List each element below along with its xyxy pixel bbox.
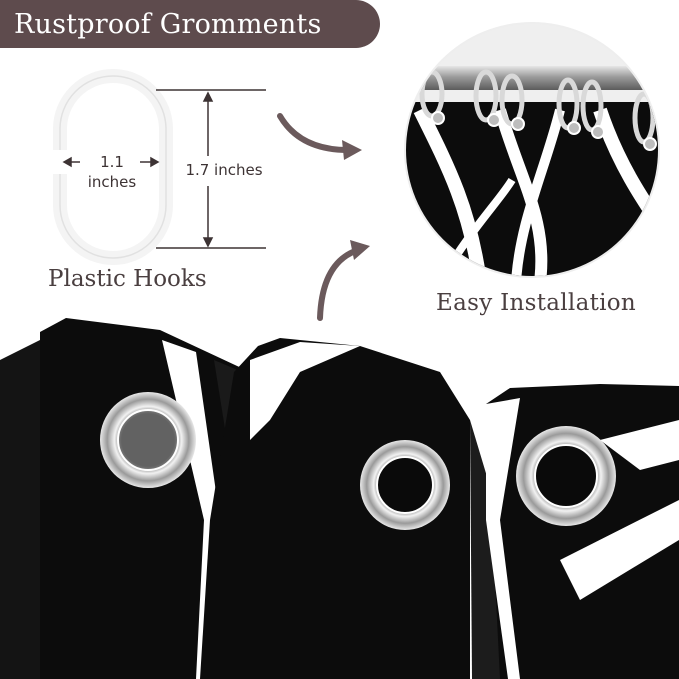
- hook-width-value: 1.1: [100, 153, 124, 171]
- hook-height-dimension: 1.7 inches: [185, 161, 263, 179]
- curtain-panels: [0, 318, 679, 679]
- grommet-icon: [360, 440, 450, 530]
- easy-installation-label: Easy Installation: [436, 290, 637, 316]
- installation-detail-view: [404, 22, 660, 278]
- width-dimension-line: [62, 156, 160, 168]
- plastic-hooks-label: Plastic Hooks: [48, 266, 207, 292]
- curved-arrow-icon: [277, 113, 362, 160]
- height-dimension-line: [156, 89, 266, 249]
- grommet-icon: [100, 392, 196, 488]
- hook-width-dimension: 1.1 inches: [82, 152, 142, 192]
- grommet-icon: [516, 426, 616, 526]
- curved-arrow-icon: [317, 240, 370, 321]
- banner-title: Rustproof Gromments: [0, 0, 380, 48]
- hook-width-unit: inches: [87, 173, 137, 191]
- hook-ring-icon: [52, 69, 173, 265]
